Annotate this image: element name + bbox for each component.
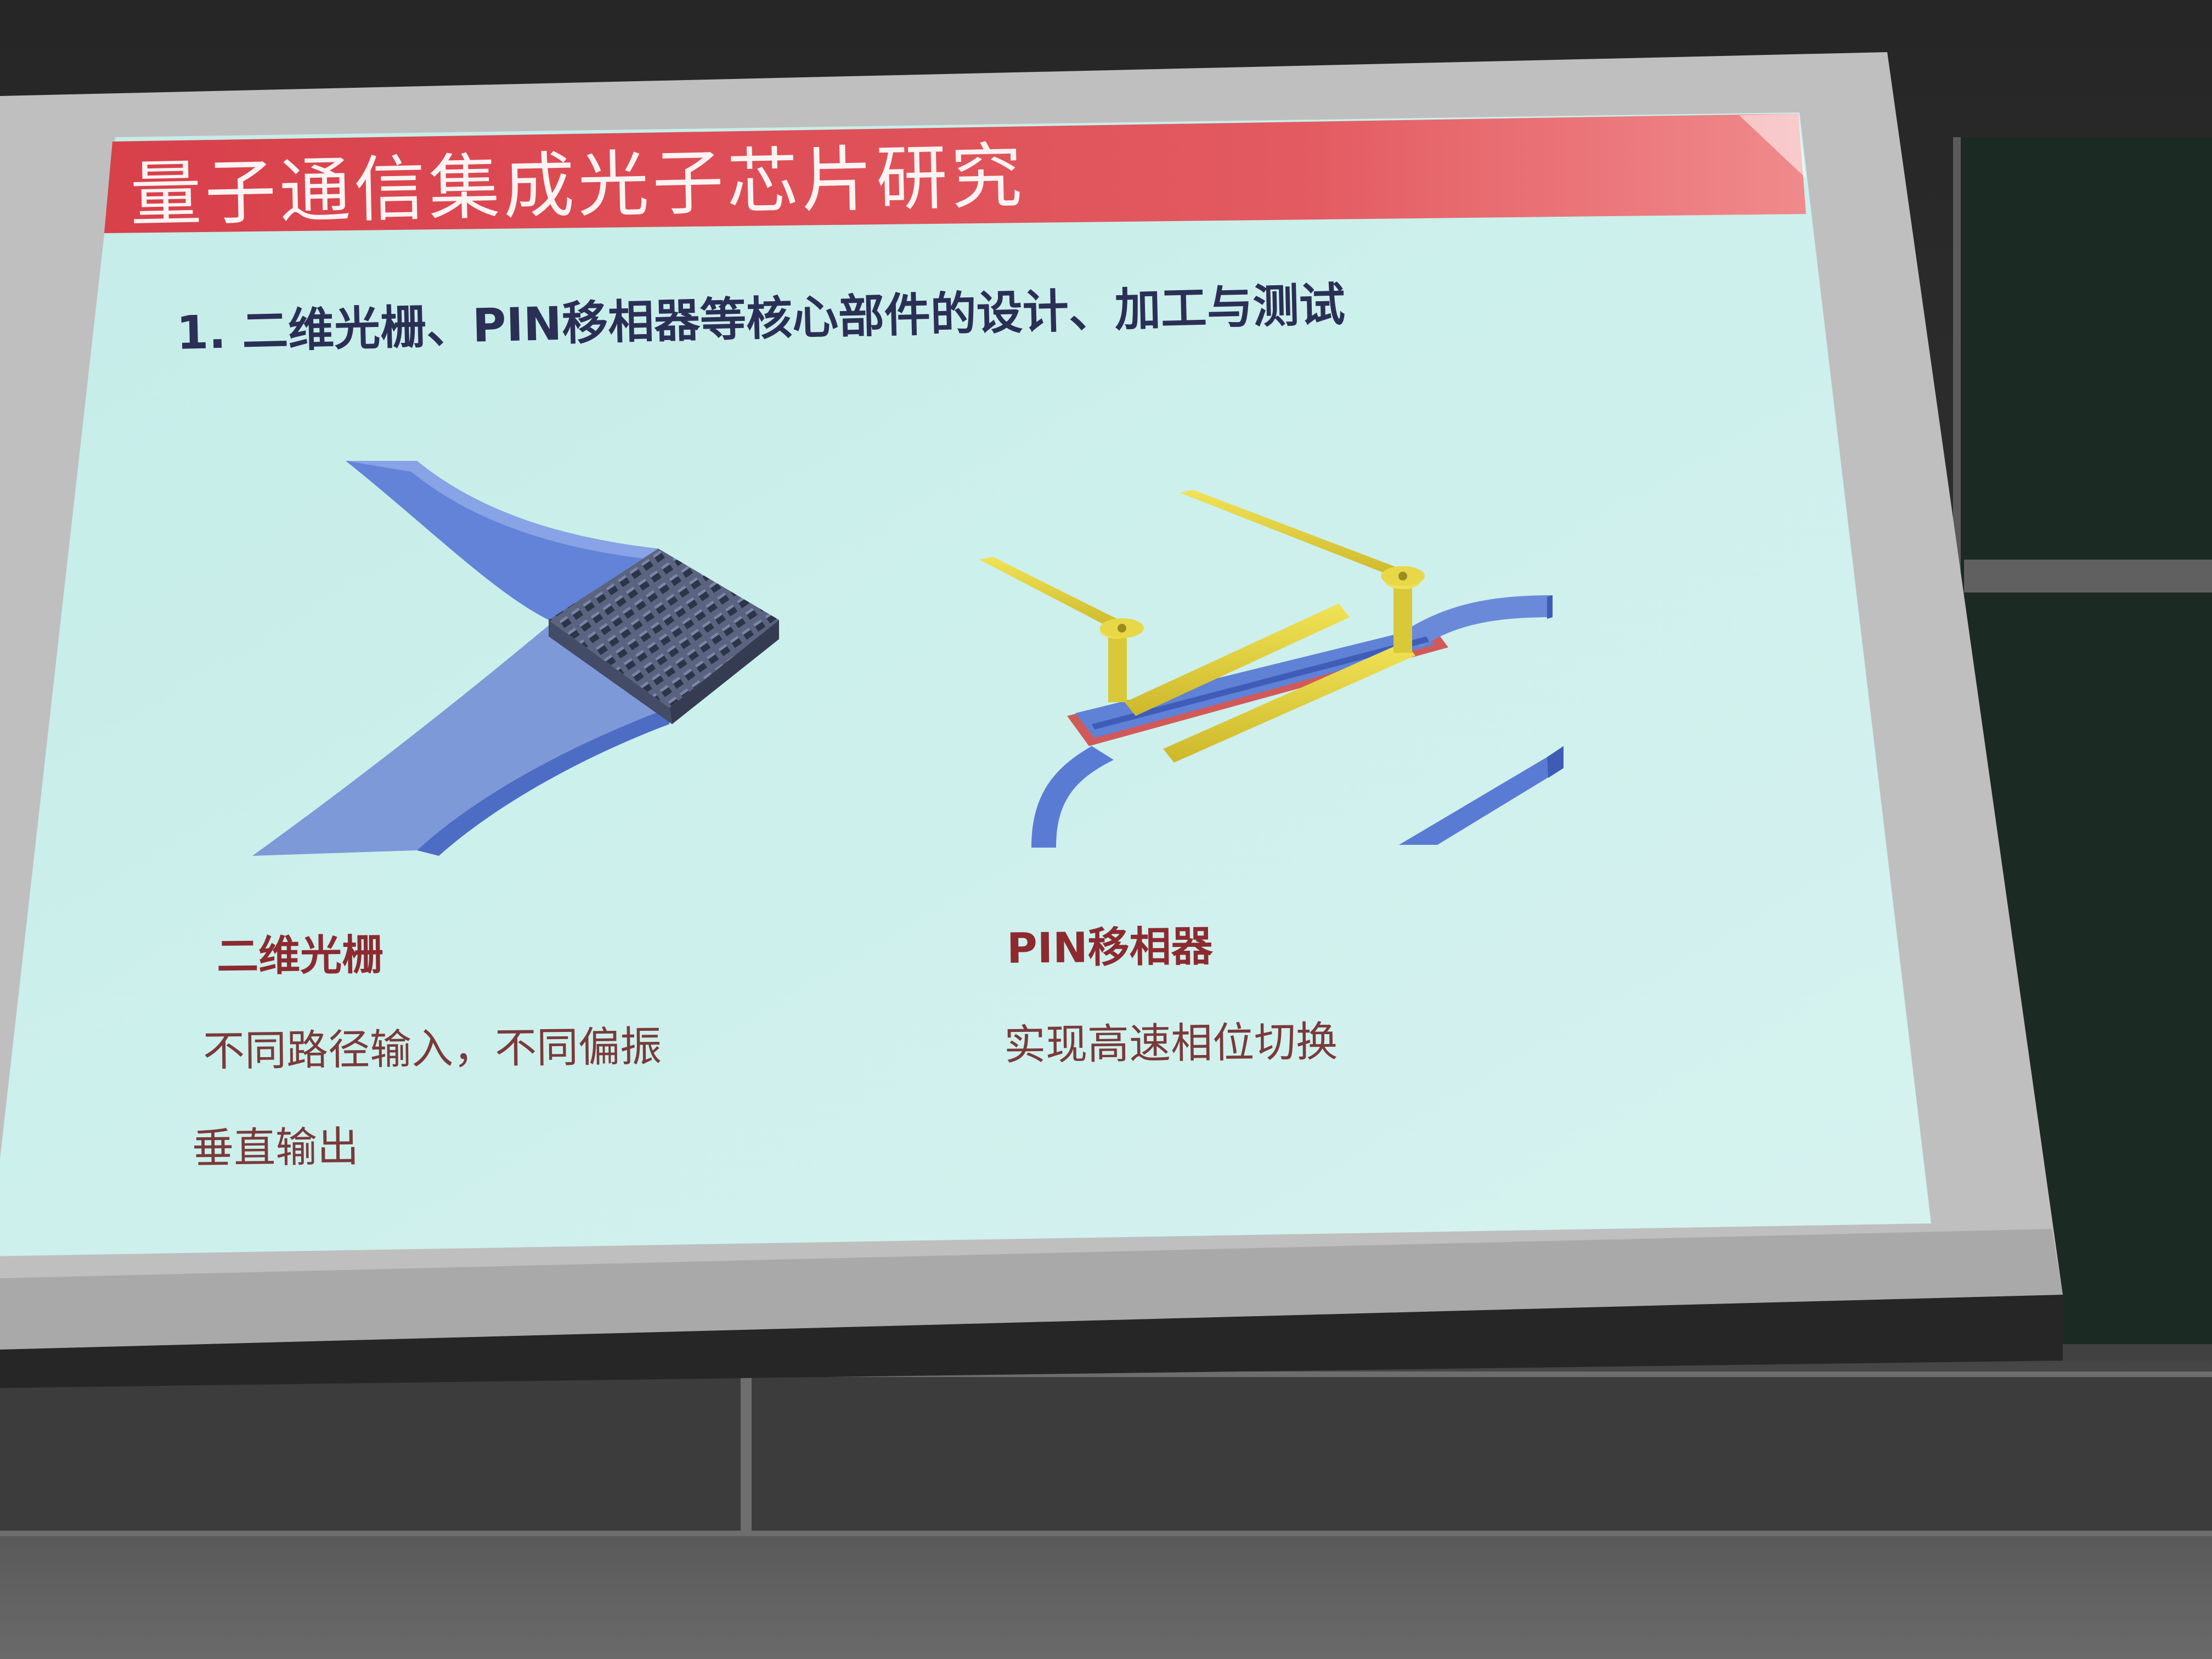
wall-panel-left <box>0 1372 746 1536</box>
phase-shifter-illustration <box>979 490 1564 848</box>
grating-illustration <box>252 461 779 856</box>
title-bar <box>104 114 1806 233</box>
wall-panel-right <box>746 1372 2212 1536</box>
slide-background <box>0 112 1931 1256</box>
chalkboard-rail <box>1964 560 2212 592</box>
